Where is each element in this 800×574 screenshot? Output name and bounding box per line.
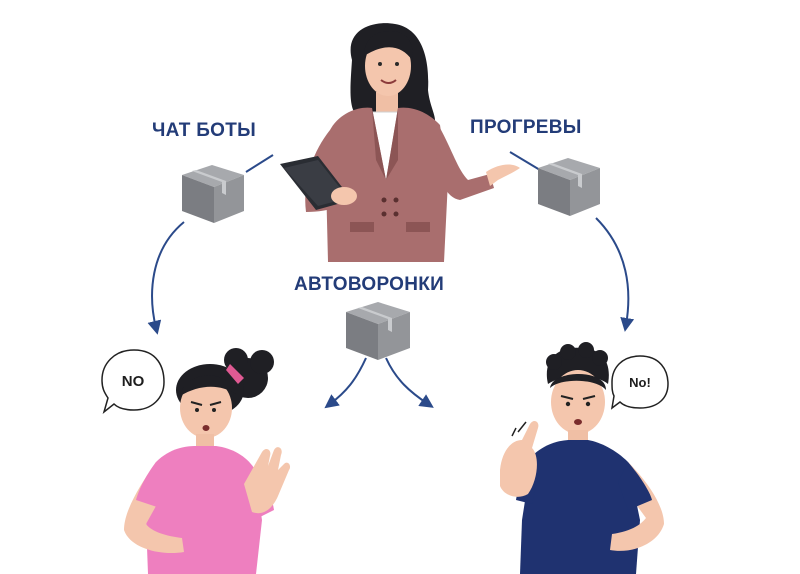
boy-character xyxy=(500,342,664,574)
label-chat-bots: ЧАТ БОТЫ xyxy=(152,120,257,141)
speech-bubble-right-text: No! xyxy=(629,375,651,390)
arrow-right-curve xyxy=(595,217,635,332)
label-warmups: ПРОГРЕВЫ xyxy=(470,117,582,138)
arrow-center-left xyxy=(324,357,367,409)
arrow-center-right xyxy=(385,357,434,408)
label-autofunnels: АВТОВОРОНКИ xyxy=(294,274,445,295)
arrow-left-curve xyxy=(147,221,185,335)
arrow-to-boxes-right xyxy=(509,151,541,171)
speech-bubble-icon xyxy=(101,349,165,415)
flow-arrows xyxy=(147,151,635,409)
package-box-icon xyxy=(538,158,600,216)
speech-bubble-icon xyxy=(610,355,669,410)
speech-bubble-left-text: NO xyxy=(121,373,145,390)
package-box-icon xyxy=(346,302,410,360)
girl-character xyxy=(124,348,291,574)
package-box-icon xyxy=(182,165,244,223)
arrow-to-boxes-left xyxy=(245,154,274,173)
presenter-woman xyxy=(280,23,520,263)
